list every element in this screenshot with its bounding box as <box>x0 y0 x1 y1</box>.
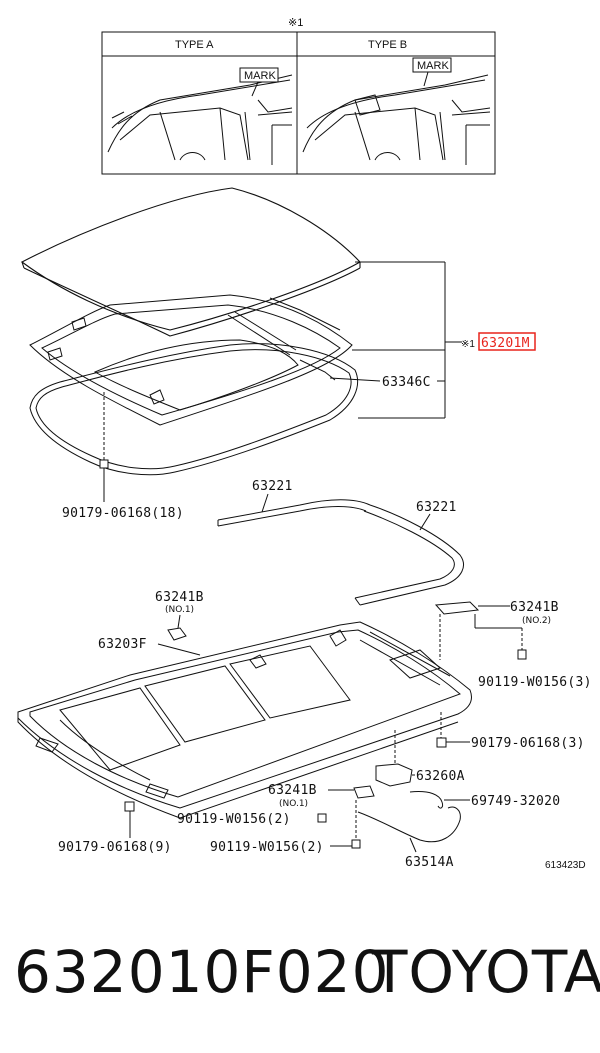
part-label-63221-left: 63221 <box>252 479 293 494</box>
bolt-upper-illustration <box>317 813 327 823</box>
part-label-90119-w0156-2-upper: 90119-W0156(2) <box>177 812 291 827</box>
part-label-90179-06168-3: 90179-06168(3) <box>471 736 585 751</box>
part-label-63201m: 63201M <box>481 336 530 351</box>
part-number-heading: 632010F020 <box>14 938 390 1006</box>
sunroof-housing-illustration <box>17 621 472 819</box>
sunroof-motor-illustration <box>375 763 413 787</box>
type-b-mark-label: MARK <box>417 60 449 72</box>
part-label-63241b-no2: 63241B <box>510 600 559 615</box>
part-label-90119-w0156-2-lower: 90119-W0156(2) <box>210 840 324 855</box>
sunroof-frame-illustration <box>29 294 353 426</box>
sunroof-glass-illustration <box>20 187 361 337</box>
part-sublabel-no1-lower: (NO.1) <box>279 799 308 809</box>
type-a-label: TYPE A <box>175 39 214 51</box>
part-label-63221-right: 63221 <box>416 500 457 515</box>
type-b-car-illustration <box>302 74 491 165</box>
drive-cable-illustration <box>357 806 461 843</box>
bracket-no1-upper-illustration <box>167 627 187 641</box>
note-symbol-callout: ※1 <box>461 339 475 350</box>
brand-heading: TOYOTA <box>372 938 600 1006</box>
diagram-reference-code: 613423D <box>545 860 586 871</box>
part-label-90179-06168-18: 90179-06168(18) <box>62 506 184 521</box>
type-a-car-illustration <box>107 74 293 165</box>
note-symbol: ※1 <box>288 17 303 29</box>
part-label-63203f: 63203F <box>98 637 147 652</box>
nut-right-illustration <box>436 737 447 748</box>
part-label-90119-w0156-3: 90119-W0156(3) <box>478 675 592 690</box>
part-label-63241b-no1-lower: 63241B <box>268 783 317 798</box>
part-sublabel-no2: (NO.2) <box>522 616 551 626</box>
part-sublabel-no1-upper: (NO.1) <box>165 605 194 615</box>
nut-left-illustration <box>124 801 135 812</box>
bracket-no1-lower-illustration <box>353 785 375 799</box>
part-label-63260a: 63260A <box>416 769 465 784</box>
weatherstrip-illustration <box>29 343 359 476</box>
parts-diagram: ※1 TYPE A TYPE B MARK MARK <box>17 17 592 871</box>
part-label-69749-32020: 69749-32020 <box>471 794 560 809</box>
part-label-90179-06168-9: 90179-06168(9) <box>58 840 172 855</box>
type-a-mark-label: MARK <box>244 70 276 82</box>
drain-channel-left-illustration <box>217 499 371 527</box>
drain-channel-right-illustration <box>354 504 464 606</box>
bracket-no2-illustration <box>434 601 480 615</box>
type-inset-box <box>101 31 496 175</box>
type-b-label: TYPE B <box>368 39 407 51</box>
clip-illustration <box>409 791 443 809</box>
highlighted-part-box <box>478 332 536 351</box>
part-label-63241b-no1-upper: 63241B <box>155 590 204 605</box>
part-label-63514a: 63514A <box>405 855 454 870</box>
part-label-63346c: 63346C <box>382 375 431 390</box>
bolt-lower-illustration <box>351 839 361 849</box>
